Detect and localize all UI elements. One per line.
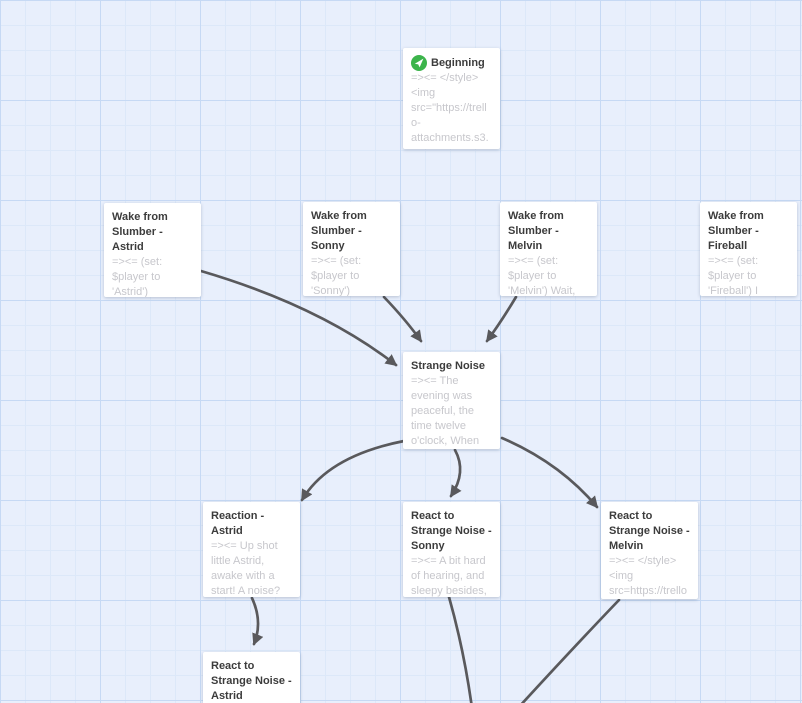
passage-node-wake-melvin[interactable]: Wake from Slumber - Melvin =><= (set: $p… bbox=[500, 202, 597, 296]
edge-wake-sonny-to-strange-noise bbox=[382, 295, 423, 343]
passage-title-row: Beginning bbox=[411, 55, 492, 71]
passage-node-react-melvin[interactable]: React to Strange Noise - Melvin =><= </s… bbox=[601, 502, 698, 599]
edge-strange-noise-to-reaction-astrid bbox=[300, 439, 406, 502]
passage-node-react-astrid[interactable]: React to Strange Noise - Astrid bbox=[203, 652, 300, 703]
edge-wake-melvin-to-strange-noise bbox=[485, 295, 518, 343]
edge-strange-noise-to-react-sonny bbox=[449, 448, 462, 498]
passage-title: Wake from Slumber - Sonny bbox=[311, 210, 367, 252]
passage-excerpt: =><= (set: $player to 'Astrid') bbox=[112, 256, 163, 297]
passage-excerpt: =><= </style> <img src="https://trello-a… bbox=[411, 72, 489, 149]
passage-title: Reaction - Astrid bbox=[211, 510, 265, 537]
passage-excerpt: =><= </style> <img src=https://trello- bbox=[609, 555, 687, 597]
passage-excerpt: =><= (set: $player to 'Melvin') Wait, bbox=[508, 255, 576, 296]
passage-excerpt: =><= (set: $player to 'Sonny') bbox=[311, 255, 362, 296]
passage-title: Beginning bbox=[431, 56, 485, 69]
passage-node-react-sonny[interactable]: React to Strange Noise - Sonny =><= A bi… bbox=[403, 502, 500, 597]
passage-node-beginning[interactable]: Beginning =><= </style> <img src="https:… bbox=[403, 48, 500, 149]
passage-title: React to Strange Noise - Sonny bbox=[411, 510, 492, 552]
passage-title: Strange Noise bbox=[411, 360, 485, 372]
passage-title: Wake from Slumber - Astrid bbox=[112, 211, 168, 253]
edge-wake-astrid-to-strange-noise bbox=[199, 269, 398, 367]
passage-excerpt: =><= The evening was peaceful, the time … bbox=[411, 375, 480, 447]
passage-title: Wake from Slumber - Melvin bbox=[508, 210, 564, 252]
rocket-start-icon bbox=[411, 55, 427, 71]
passage-node-wake-astrid[interactable]: Wake from Slumber - Astrid =><= (set: $p… bbox=[104, 203, 201, 297]
passage-node-wake-sonny[interactable]: Wake from Slumber - Sonny =><= (set: $pl… bbox=[303, 202, 400, 296]
edge-strange-noise-to-react-melvin bbox=[500, 436, 599, 509]
passage-node-reaction-astrid[interactable]: Reaction - Astrid =><= Up shot little As… bbox=[203, 502, 300, 597]
passage-title: Wake from Slumber - Fireball bbox=[708, 210, 764, 252]
passage-excerpt: =><= Up shot little Astrid, awake with a… bbox=[211, 540, 281, 597]
passage-excerpt: =><= (set: $player to 'Fireball') I bbox=[708, 255, 759, 296]
edge-react-sonny-offscreen bbox=[447, 595, 473, 703]
edge-react-melvin-offscreen bbox=[520, 598, 621, 703]
edge-reaction-astrid-to-react-astrid bbox=[250, 596, 264, 646]
passage-title: React to Strange Noise - Astrid bbox=[211, 660, 292, 702]
passage-node-strange-noise[interactable]: Strange Noise =><= The evening was peace… bbox=[403, 352, 500, 449]
passage-node-wake-fireball[interactable]: Wake from Slumber - Fireball =><= (set: … bbox=[700, 202, 797, 296]
passage-excerpt: =><= A bit hard of hearing, and sleepy b… bbox=[411, 555, 487, 597]
passage-title: React to Strange Noise - Melvin bbox=[609, 510, 690, 552]
